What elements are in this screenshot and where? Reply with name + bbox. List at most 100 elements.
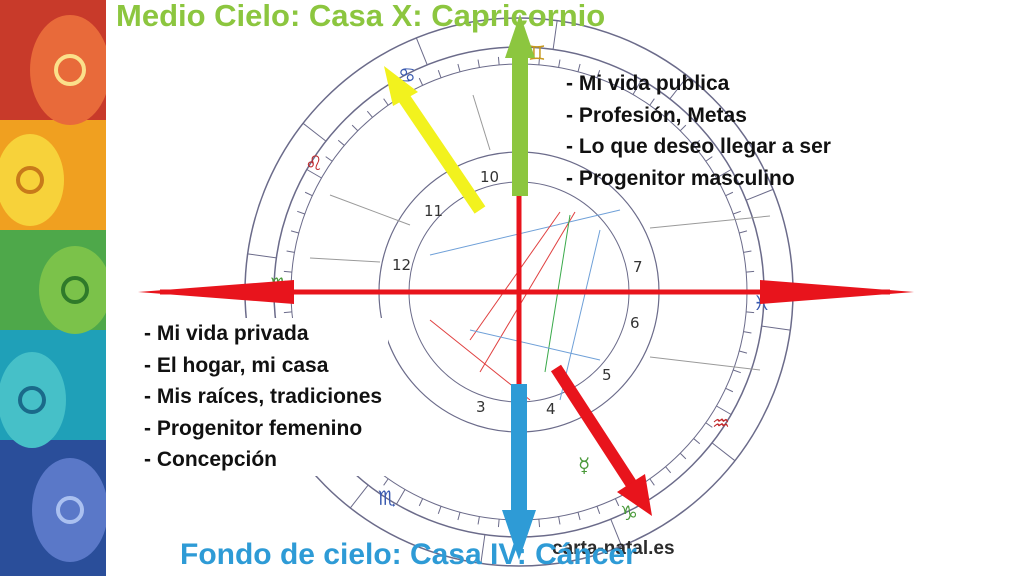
sign-divider <box>415 37 428 66</box>
sign-divider <box>349 484 369 509</box>
degree-tick <box>733 369 741 374</box>
mc-arrow-head <box>505 14 535 58</box>
axis-arrow-left <box>138 280 294 304</box>
degree-tick <box>679 452 687 460</box>
house-number: 11 <box>424 202 443 220</box>
degree-tick <box>614 498 620 507</box>
mc-title: Medio Cielo: Casa X: Capricornio <box>116 0 606 33</box>
degree-tick <box>457 63 461 72</box>
house-number: 3 <box>476 398 486 416</box>
capricorn-glyph: ♑ <box>620 501 638 525</box>
ic-title: Fondo de cielo: Casa IV: Cáncer <box>180 538 637 571</box>
leo-glyph: ♌ <box>305 151 323 175</box>
degree-tick <box>418 498 424 507</box>
house-number: 6 <box>630 314 640 332</box>
degree-tick <box>283 270 292 273</box>
sign-divider <box>761 325 791 331</box>
aspect-line <box>469 211 561 341</box>
degree-tick <box>383 98 389 106</box>
red-arrow-head <box>617 474 652 516</box>
list-item: - Progenitor femenino <box>144 416 363 440</box>
degree-tick <box>337 139 345 146</box>
house-number: 12 <box>392 256 411 274</box>
aspect-line <box>309 257 381 263</box>
degree-tick <box>457 512 461 521</box>
aspect-line <box>559 229 601 401</box>
sign-divider <box>610 518 623 547</box>
degree-tick <box>297 210 305 215</box>
degree-tick <box>396 489 406 505</box>
sign-divider <box>302 122 327 142</box>
house-number: 7 <box>633 258 643 276</box>
degree-tick <box>746 311 755 314</box>
degree-tick <box>705 422 713 428</box>
degree-tick <box>746 270 755 273</box>
degree-tick <box>325 156 333 162</box>
degree-tick <box>283 311 292 314</box>
degree-tick <box>725 387 734 393</box>
list-item: - Lo que deseo llegar a ser <box>566 135 831 158</box>
list-item: - Mi vida privada <box>144 322 309 345</box>
scorpio-glyph: ♏ <box>378 486 396 510</box>
degree-tick <box>351 124 359 132</box>
degree-tick <box>716 169 732 179</box>
mc-meaning-list: - Mi vida publica - Profesión, Metas - L… <box>566 68 831 194</box>
degree-tick <box>596 70 601 78</box>
degree-tick <box>679 124 687 132</box>
list-item: - Mi vida publica <box>566 72 730 95</box>
degree-tick <box>649 98 655 106</box>
yellow-arrow-shaft <box>396 91 486 214</box>
aspect-line <box>649 356 761 371</box>
sign-divider <box>669 75 689 100</box>
list-item: - Mis raíces, tradiciones <box>144 385 383 408</box>
degree-tick <box>477 516 480 525</box>
list-item: - El hogar, mi casa <box>144 353 329 377</box>
axis-arrow-right <box>760 280 914 304</box>
degree-tick <box>290 230 299 234</box>
sign-divider <box>711 442 736 462</box>
degree-tick <box>558 59 561 68</box>
list-item: - Concepción <box>144 448 278 471</box>
list-item: - Progenitor masculino <box>566 166 795 190</box>
degree-tick <box>577 512 581 521</box>
degree-tick <box>306 169 322 179</box>
degree-tick <box>739 230 748 234</box>
sign-divider <box>247 253 277 259</box>
house-number: 10 <box>480 168 499 186</box>
degree-tick <box>538 56 541 65</box>
degree-tick <box>649 478 655 486</box>
degree-tick <box>743 250 752 253</box>
aspect-line <box>469 329 601 361</box>
ic-meaning-list: - Mi vida privada - El hogar, mi casa - … <box>144 318 389 476</box>
degree-tick <box>437 506 442 514</box>
degree-tick <box>665 110 672 118</box>
degree-tick <box>665 466 672 474</box>
yellow-arrow-head <box>384 66 418 106</box>
degree-tick <box>418 77 424 86</box>
ic-arrow-head <box>502 510 536 560</box>
mc-arrow-shaft <box>512 56 528 196</box>
degree-tick <box>739 350 748 354</box>
degree-tick <box>725 191 734 197</box>
degree-tick <box>558 516 561 525</box>
degree-tick <box>477 59 480 68</box>
house-number: 5 <box>602 366 612 384</box>
degree-tick <box>743 331 752 334</box>
degree-tick <box>577 63 581 72</box>
sign-divider <box>745 188 774 201</box>
mercury-glyph: ☿ <box>578 453 590 477</box>
degree-tick <box>733 210 741 215</box>
degree-tick <box>437 70 442 78</box>
aspect-line <box>429 209 621 256</box>
watermark: carta-natal.es <box>552 538 675 559</box>
degree-tick <box>383 478 389 486</box>
degree-tick <box>304 191 313 197</box>
degree-tick <box>538 519 541 528</box>
degree-tick <box>497 519 500 528</box>
aquarius-glyph: ♒ <box>712 411 730 435</box>
degree-tick <box>632 79 642 95</box>
sign-divider <box>552 20 558 50</box>
degree-tick <box>716 405 732 415</box>
degree-tick <box>497 56 500 65</box>
